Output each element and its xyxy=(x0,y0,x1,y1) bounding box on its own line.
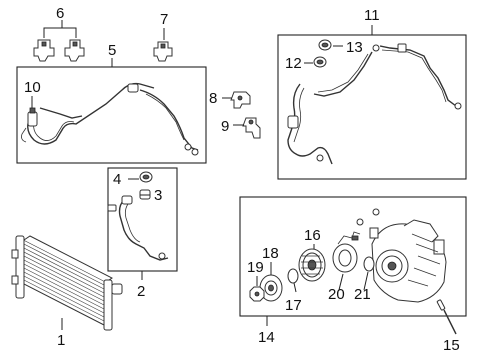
bracket-part-8 xyxy=(230,91,251,109)
field-coil-part-20 xyxy=(332,231,361,273)
condenser-part-1 xyxy=(11,235,123,331)
leader-6 xyxy=(43,27,77,38)
callout-8: 8 xyxy=(209,90,217,107)
clip-part-7 xyxy=(153,41,173,62)
pressure-sensor-part-10 xyxy=(27,107,38,127)
callout-14: 14 xyxy=(258,329,275,346)
pulley-part-16 xyxy=(298,248,326,282)
callout-15: 15 xyxy=(443,337,460,354)
bolt-part-15 xyxy=(436,299,457,335)
nut-part-19 xyxy=(249,286,265,302)
callout-2: 2 xyxy=(137,283,145,300)
callout-4: 4 xyxy=(113,171,121,188)
box-part-5 xyxy=(16,66,207,164)
hose-assembly-2 xyxy=(107,195,169,261)
hose-assembly-5 xyxy=(21,82,199,156)
callout-9: 9 xyxy=(221,118,229,135)
callout-5: 5 xyxy=(108,42,116,59)
callout-6: 6 xyxy=(56,5,64,22)
callout-17: 17 xyxy=(285,297,302,314)
hose-assembly-11 xyxy=(287,43,462,165)
callout-16: 16 xyxy=(304,227,321,244)
callout-19: 19 xyxy=(247,259,264,276)
box-part-11 xyxy=(277,34,467,180)
callout-11: 11 xyxy=(364,7,380,24)
callout-1: 1 xyxy=(57,332,65,349)
callout-12: 12 xyxy=(285,55,302,72)
callout-21: 21 xyxy=(354,286,371,303)
snap-ring-part-21 xyxy=(363,256,375,272)
o-ring-part-12 xyxy=(313,56,327,68)
box-part-14 xyxy=(239,196,467,317)
callout-10: 10 xyxy=(24,79,41,96)
callout-13: 13 xyxy=(346,39,363,56)
callout-20: 20 xyxy=(328,286,345,303)
snap-ring-part-17 xyxy=(287,268,299,284)
clip-part-6-right xyxy=(64,39,85,62)
clutch-hub-part-18 xyxy=(259,274,283,302)
callout-18: 18 xyxy=(262,245,279,262)
callout-3: 3 xyxy=(154,187,162,204)
bracket-part-9 xyxy=(242,117,261,139)
o-ring-part-4 xyxy=(139,171,153,183)
clip-part-6-left xyxy=(33,39,55,62)
callout-7: 7 xyxy=(160,11,168,28)
o-ring-part-13 xyxy=(318,39,332,51)
compressor-body xyxy=(356,208,447,303)
